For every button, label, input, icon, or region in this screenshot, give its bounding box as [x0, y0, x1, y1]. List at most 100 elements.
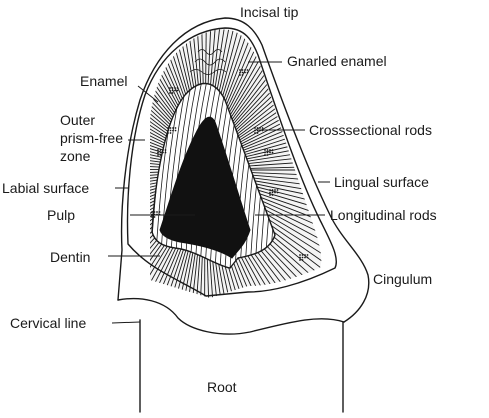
enamel-rod-stroke: [150, 145, 166, 164]
rod-dot: [174, 89, 176, 92]
rod-dot: [271, 191, 274, 194]
rod-dot: [171, 89, 174, 92]
rod-dot: [301, 254, 304, 256]
label-labial-surface: Labial surface: [2, 180, 89, 196]
rod-dot: [299, 256, 301, 259]
rod-dot: [266, 154, 269, 156]
rod-dot: [157, 149, 159, 151]
rod-dot: [241, 71, 244, 74]
enamel-rod-stroke: [219, 29, 271, 115]
enamel-rod-stroke: [150, 168, 166, 171]
rod-dot: [158, 211, 161, 213]
rod-dot: [162, 151, 164, 154]
label-lingual-surface: Lingual surface: [334, 174, 429, 190]
label-outer-zone-line3: zone: [60, 148, 91, 164]
rod-dot: [172, 129, 174, 132]
enamel-rod-stroke: [243, 185, 322, 224]
rod-dot: [241, 69, 244, 71]
rod-dot: [172, 127, 174, 129]
label-outer-zone-line2: prism-free: [60, 130, 123, 146]
rod-dot: [271, 149, 274, 151]
enamel-rod-stroke: [150, 29, 184, 120]
leader-enamel: [137, 85, 159, 103]
rod-dot: [167, 127, 169, 129]
rod-dot: [159, 154, 162, 156]
rod-dot: [171, 92, 174, 94]
label-outer-zone-line1: Outer: [60, 112, 95, 128]
label-longitudinal-rods: Longitudinal rods: [330, 207, 437, 223]
enamel-rod-stroke: [242, 187, 322, 231]
rod-dot: [266, 149, 269, 151]
enamel-rod-stroke: [150, 29, 183, 121]
enamel-outline: [126, 27, 337, 297]
rod-dot: [159, 149, 162, 151]
rod-dot: [244, 71, 246, 74]
rod-dot: [164, 151, 167, 154]
rod-dot: [151, 216, 153, 218]
rod-dot: [241, 74, 244, 76]
label-enamel: Enamel: [80, 73, 127, 89]
rod-dot: [259, 127, 261, 129]
dentin-tubule-line: [164, 83, 188, 269]
rod-dot: [269, 149, 271, 151]
enamel-rod-stroke: [150, 35, 176, 131]
rod-dot: [156, 211, 158, 213]
rod-dot: [254, 127, 256, 129]
rod-dot: [306, 254, 309, 256]
rod-dot: [254, 132, 256, 134]
rod-dot: [269, 191, 271, 194]
rod-dot: [169, 92, 171, 94]
rod-dot: [301, 259, 304, 261]
enamel-rod-stroke: [150, 29, 180, 126]
rod-dot: [306, 256, 309, 259]
rod-dot: [299, 259, 301, 261]
label-cingulum: Cingulum: [373, 271, 432, 287]
enamel-rod-stroke: [150, 29, 178, 127]
rod-dot: [169, 127, 172, 129]
enamel-rod-stroke: [214, 29, 246, 112]
enamel-rod-stroke: [242, 189, 322, 239]
enamel-rod-stroke: [150, 152, 166, 166]
rod-dot: [164, 149, 167, 151]
rod-dot: [239, 74, 241, 76]
rod-dot: [169, 132, 172, 134]
enamel-rod-stroke: [221, 29, 277, 116]
rod-dot: [151, 211, 153, 213]
dentin-tubule-line: [169, 83, 193, 269]
rod-dot: [174, 129, 177, 132]
rod-dot: [169, 129, 172, 132]
enamel-rod-stroke: [150, 59, 172, 138]
enamel-rod-stroke: [150, 47, 174, 134]
enamel-rod-stroke: [150, 29, 177, 129]
cervical-line-curve: [117, 297, 345, 335]
rod-dot: [256, 127, 259, 129]
rod-dot: [153, 211, 156, 213]
rod-dot: [162, 149, 164, 151]
enamel-rod-stroke: [150, 171, 166, 177]
label-dentin: Dentin: [50, 249, 90, 265]
rod-dot: [256, 129, 259, 132]
enamel-rod-stroke: [150, 197, 170, 265]
rod-dot: [167, 129, 169, 132]
label-gnarled-enamel: Gnarled enamel: [287, 53, 387, 69]
label-root: Root: [207, 379, 237, 395]
leader-cervical-line: [111, 321, 141, 324]
label-cervical-line: Cervical line: [10, 315, 86, 331]
rod-dot: [269, 194, 271, 196]
rod-dot: [264, 154, 266, 156]
rod-dot: [299, 254, 301, 256]
rod-dot: [304, 254, 306, 256]
enamel-rod-stroke: [150, 41, 175, 132]
rod-dot: [169, 87, 171, 89]
enamel-rod-stroke: [150, 72, 171, 142]
rod-dot: [276, 189, 279, 191]
rod-dot: [169, 89, 171, 92]
enamel-rod-stroke: [215, 29, 253, 113]
enamel-rod-stroke: [222, 29, 283, 117]
rod-dot: [261, 127, 264, 129]
rod-dot: [176, 87, 179, 89]
rod-dot: [304, 256, 306, 259]
rod-dot: [271, 194, 274, 196]
rod-dot: [276, 191, 279, 194]
